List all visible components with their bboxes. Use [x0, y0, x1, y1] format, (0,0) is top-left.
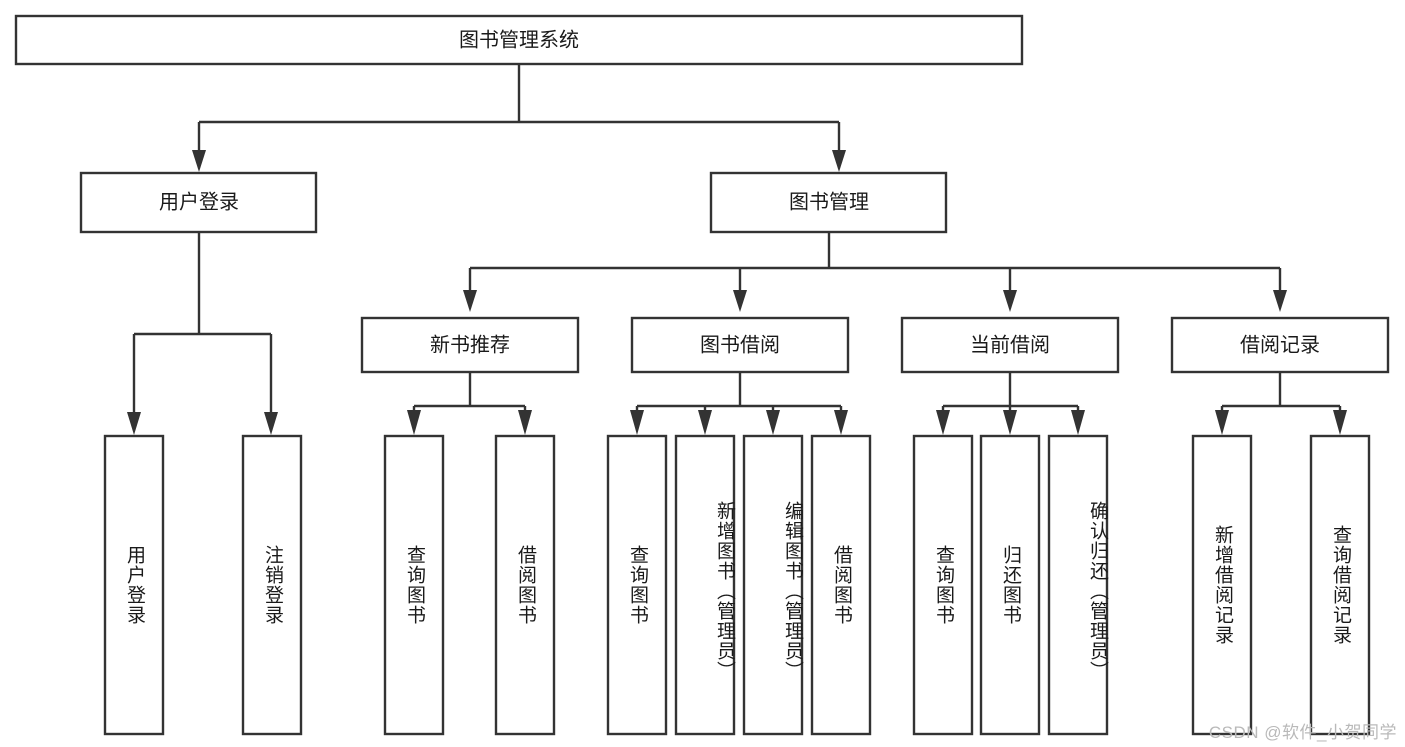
node-root-label: 图书管理系统 [459, 28, 579, 51]
node-borrow-record[interactable]: 借阅记录 [1170, 316, 1390, 374]
node-user-login-label: 用户登录 [159, 190, 239, 213]
node-leaf-query-book-3[interactable] [912, 434, 974, 736]
node-leaf-confirm-return[interactable] [1047, 434, 1109, 736]
csdn-watermark: CSDN @软件_小贺同学 [1208, 723, 1397, 742]
node-new-book-rec[interactable]: 新书推荐 [360, 316, 580, 374]
node-leaf-logout[interactable] [241, 434, 303, 736]
node-leaf-query-book-2[interactable] [606, 434, 668, 736]
node-book-borrow-label: 图书借阅 [700, 333, 780, 356]
connector-root-to-bus [192, 64, 846, 172]
connector-currentborrow-to-children [936, 372, 1085, 435]
node-leaf-edit-book[interactable] [742, 434, 804, 736]
node-book-manage[interactable]: 图书管理 [709, 171, 948, 234]
connector-newbook-to-children [407, 372, 532, 435]
node-leaf-query-book-1[interactable] [383, 434, 445, 736]
node-leaf-add-book[interactable] [674, 434, 736, 736]
connector-bookborrow-to-children [630, 372, 848, 435]
node-book-borrow[interactable]: 图书借阅 [630, 316, 850, 374]
node-leaf-borrow-book-2[interactable] [810, 434, 872, 736]
node-current-borrow[interactable]: 当前借阅 [900, 316, 1120, 374]
node-leaf-return-book[interactable] [979, 434, 1041, 736]
connector-borrowrecord-to-children [1215, 372, 1347, 435]
node-leaf-query-record[interactable] [1309, 434, 1371, 736]
node-leaf-user-login[interactable] [103, 434, 165, 736]
node-leaf-add-record[interactable] [1191, 434, 1253, 736]
node-current-borrow-label: 当前借阅 [970, 333, 1050, 356]
node-new-book-rec-label: 新书推荐 [430, 333, 510, 356]
node-book-manage-label: 图书管理 [789, 190, 869, 213]
node-user-login[interactable]: 用户登录 [79, 171, 318, 234]
node-leaf-borrow-book-1[interactable] [494, 434, 556, 736]
connector-bookmanage-to-children [463, 232, 1287, 312]
node-root[interactable]: 图书管理系统 [14, 14, 1024, 66]
node-borrow-record-label: 借阅记录 [1240, 333, 1320, 356]
connector-userlogin-to-children [127, 232, 278, 435]
